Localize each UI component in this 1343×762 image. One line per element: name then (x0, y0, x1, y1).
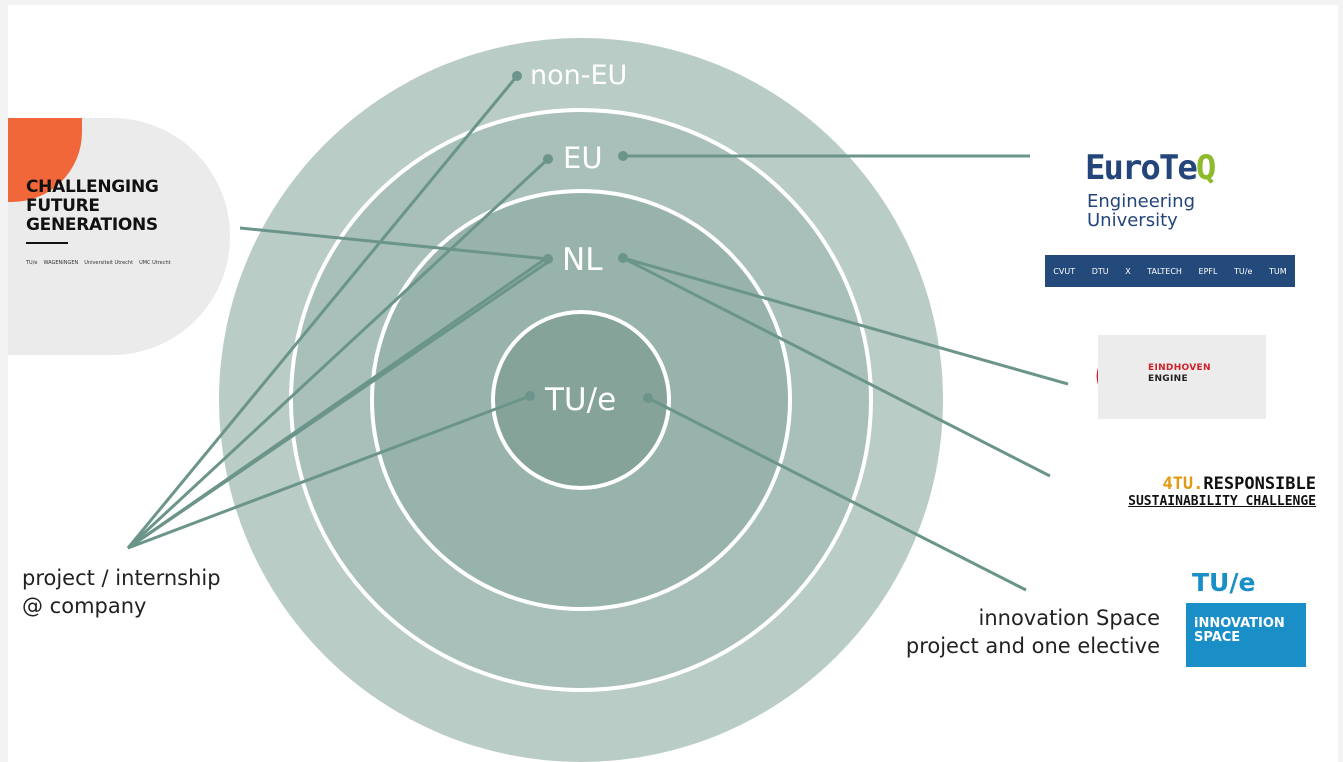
line-company-noneu (126, 75, 519, 549)
label-tue: TU/e (544, 382, 616, 418)
line-company-tue (127, 394, 531, 550)
connector-dots (512, 71, 653, 403)
euroteq-partner-bar: CVUT DTU X TALTECH EPFL TU/e TUM (1045, 255, 1295, 287)
tue-wordmark: TU/e (1192, 568, 1256, 597)
label-nl: NL (562, 242, 603, 278)
cfg-title: CHALLENGING FUTURE GENERATIONS (26, 177, 159, 235)
line-company-nl-2 (127, 260, 549, 550)
4tu-responsible-logo: 4TU.RESPONSIBLE SUSTAINABILITY CHALLENGE (1024, 474, 1316, 509)
connector-lines (126, 75, 1069, 592)
ring-tue (491, 310, 671, 490)
line-cfg-nl (239, 226, 549, 261)
euroteq-logo: EuroTeQ Engineering University CVUT DTU … (1045, 148, 1295, 290)
caption-innovation-space: innovation Space project and one electiv… (905, 606, 1160, 658)
euroteq-subtitle: Engineering University (1087, 191, 1195, 231)
euroteq-wordmark: EuroTeQ (1085, 148, 1216, 188)
caption-company: project / internship @ company (22, 566, 221, 618)
innovation-space-logo: TU/e iNNOVATION SPACE (1186, 568, 1308, 667)
4tu-subtitle: SUSTAINABILITY CHALLENGE (1128, 494, 1316, 509)
cfg-divider (26, 242, 68, 244)
innovation-space-box: iNNOVATION SPACE (1186, 603, 1306, 667)
label-non-eu: non-EU (530, 60, 627, 91)
label-eu: EU (563, 141, 603, 175)
line-nl-4tu (622, 256, 1051, 478)
line-company-eu (126, 157, 550, 550)
eindhoven-engine-wordmark: EINDHOVEN ENGINE (1148, 363, 1211, 384)
4tu-title: 4TU.RESPONSIBLE (1162, 474, 1316, 494)
eindhoven-engine-logo: EINDHOVEN ENGINE (1098, 335, 1266, 419)
cfg-partner-logos: TU/e WAGENINGEN Universiteit Utrecht UMC… (26, 260, 171, 266)
line-nl-eindhoven (622, 256, 1069, 386)
challenging-future-generations-logo: CHALLENGING FUTURE GENERATIONS TU/e WAGE… (8, 118, 230, 355)
line-tue-innovation (647, 396, 1027, 592)
